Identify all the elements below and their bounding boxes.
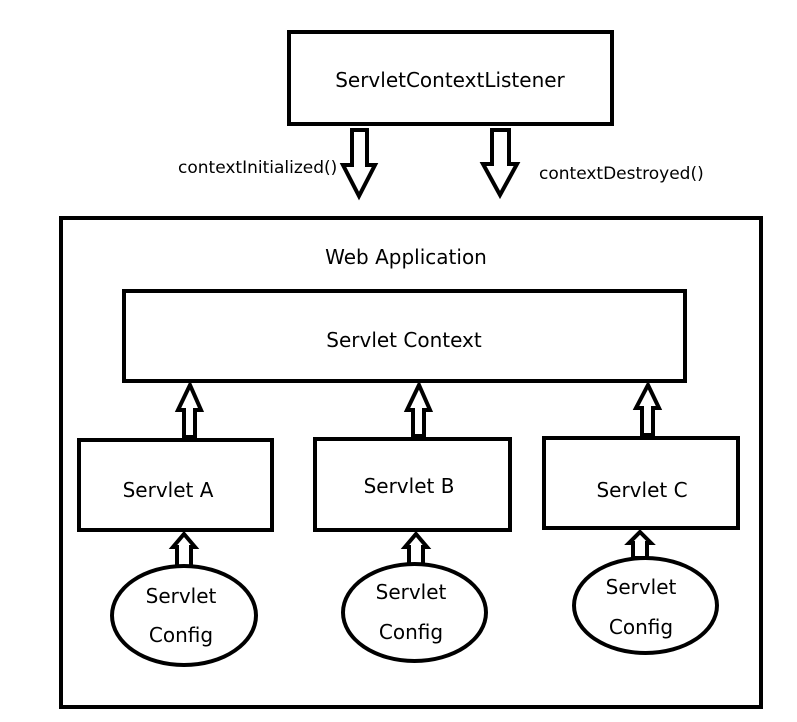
servlet-a-config-line2: Config	[148, 623, 214, 647]
servlet-a-config-ellipse	[110, 564, 258, 667]
servlet-c-label: Servlet C	[596, 478, 688, 502]
servlet-a-box	[77, 438, 274, 532]
servlet-a-label: Servlet A	[122, 478, 214, 502]
servlet-b-config-line2: Config	[378, 620, 444, 644]
servlet-context-label: Servlet Context	[326, 328, 482, 352]
servlet-context-box	[122, 289, 687, 383]
config-a-to-servlet-a-arrow	[168, 530, 200, 569]
servlet-c-to-context-arrow	[632, 380, 663, 437]
servlet-c-config-line1: Servlet	[605, 575, 677, 599]
config-c-to-servlet-c-arrow	[624, 529, 656, 560]
servlet-context-listener-box	[287, 30, 614, 126]
servlet-c-config-line2: Config	[608, 615, 674, 639]
context-destroyed-arrow	[479, 128, 521, 200]
servlet-b-to-context-arrow	[403, 380, 434, 438]
servlet-b-config-line1: Servlet	[375, 580, 447, 604]
servlet-a-to-context-arrow	[174, 380, 205, 439]
servlet-context-listener-label: ServletContextListener	[335, 68, 565, 92]
servlet-c-config-ellipse	[572, 556, 719, 655]
servlet-b-config-ellipse	[341, 562, 488, 663]
context-initialized-arrow	[339, 128, 379, 201]
servlet-b-label: Servlet B	[363, 474, 455, 498]
web-application-label: Web Application	[325, 245, 487, 269]
context-initialized-label: contextInitialized()	[178, 158, 338, 178]
context-destroyed-label: contextDestroyed()	[539, 164, 704, 184]
servlet-c-box	[542, 436, 740, 530]
servlet-a-config-line1: Servlet	[145, 584, 217, 608]
servlet-b-box	[313, 437, 512, 532]
